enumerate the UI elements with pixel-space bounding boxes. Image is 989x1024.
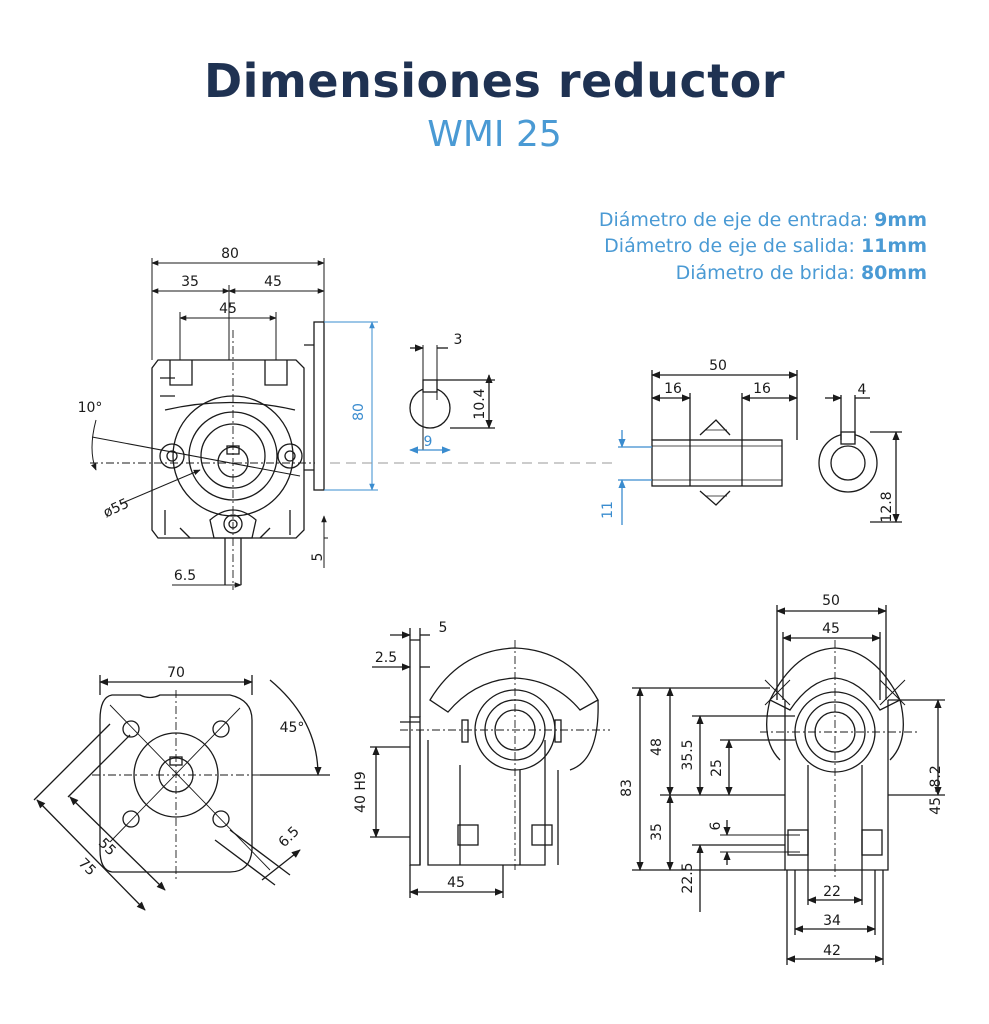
model-subtitle: WMI 25 bbox=[427, 114, 562, 155]
dim-end-total-height: 83 bbox=[619, 779, 635, 797]
dim-end-top-width: 50 bbox=[822, 593, 840, 609]
dim-end-bore-height: 25 bbox=[709, 759, 725, 777]
dim-flange-hole: 6.5 bbox=[276, 824, 303, 851]
dim-output-bore: 11 bbox=[600, 501, 616, 519]
dimension-labels: 80 35 45 45 10° ø55 6.5 5 80 3 10.4 9 50… bbox=[75, 246, 944, 959]
spec-output-label: Diámetro de eje de salida: bbox=[604, 235, 861, 257]
dim-end-upper-height: 48 bbox=[649, 738, 665, 756]
dim-end-foot-outer: 42 bbox=[823, 943, 841, 959]
dim-front-base-offset: 6.5 bbox=[174, 568, 196, 584]
dim-front-right: 45 bbox=[264, 274, 282, 290]
dim-front-bolts: 45 bbox=[219, 301, 237, 317]
dim-side-depth: 45 bbox=[447, 875, 465, 891]
flange-view bbox=[33, 675, 330, 911]
spec-flange-value: 80mm bbox=[860, 262, 927, 284]
dim-flange-inner-diag: 55 bbox=[95, 835, 119, 859]
end-view bbox=[632, 605, 945, 965]
dim-front-left: 35 bbox=[181, 274, 199, 290]
spec-output-value: 11mm bbox=[860, 235, 927, 257]
dim-end-foot-mid: 34 bbox=[823, 913, 841, 929]
dim-end-center-height: 35.5 bbox=[680, 739, 696, 770]
spec-output-shaft: Diámetro de eje de salida: 11mm bbox=[604, 235, 927, 257]
spec-input-value: 9mm bbox=[874, 209, 927, 231]
dim-input-key-height: 10.4 bbox=[472, 388, 488, 419]
dim-output-left-key: 16 bbox=[664, 381, 682, 397]
input-shaft-section bbox=[409, 344, 495, 454]
dim-side-offset-b: 2.5 bbox=[375, 650, 397, 666]
dim-end-slot: 6 bbox=[708, 821, 724, 830]
front-view bbox=[90, 321, 325, 590]
dim-front-base-height: 5 bbox=[310, 553, 326, 562]
spec-flange-label: Diámetro de brida: bbox=[675, 262, 861, 284]
dim-front-circle: ø55 bbox=[101, 496, 132, 522]
hollow-shaft-section bbox=[818, 394, 902, 523]
dim-side-offset-a: 5 bbox=[439, 620, 448, 636]
dim-flange-height: 80 bbox=[351, 403, 367, 421]
dim-flange-angle: 45° bbox=[280, 720, 305, 736]
dim-input-key-width: 3 bbox=[454, 332, 463, 348]
dim-output-length: 50 bbox=[709, 358, 727, 374]
dim-input-shaft-dia: 9 bbox=[424, 434, 433, 450]
dim-end-right-height: 45 -8.2 bbox=[928, 765, 944, 815]
spec-input-shaft: Diámetro de eje de entrada: 9mm bbox=[599, 209, 927, 231]
page-title: Dimensiones reductor bbox=[203, 54, 786, 108]
side-view bbox=[370, 628, 610, 898]
dim-end-foot-inner: 22 bbox=[823, 884, 841, 900]
dim-end-lower-height: 35 bbox=[649, 823, 665, 841]
spec-input-label: Diámetro de eje de entrada: bbox=[598, 209, 875, 231]
dim-output-right-key: 16 bbox=[753, 381, 771, 397]
dim-side-pilot: 40 H9 bbox=[353, 771, 369, 813]
dim-end-foot-height: 22.5 bbox=[680, 862, 696, 893]
dim-end-inner-width: 45 bbox=[822, 621, 840, 637]
spec-flange: Diámetro de brida: 80mm bbox=[676, 262, 927, 284]
dim-front-width: 80 bbox=[221, 246, 239, 262]
dim-flange-width: 70 bbox=[167, 665, 185, 681]
output-shaft bbox=[618, 370, 798, 525]
dim-hollow-key-height: 12.8 bbox=[879, 491, 895, 522]
dim-hollow-key-width: 4 bbox=[858, 382, 867, 398]
dim-front-angle: 10° bbox=[78, 400, 103, 416]
